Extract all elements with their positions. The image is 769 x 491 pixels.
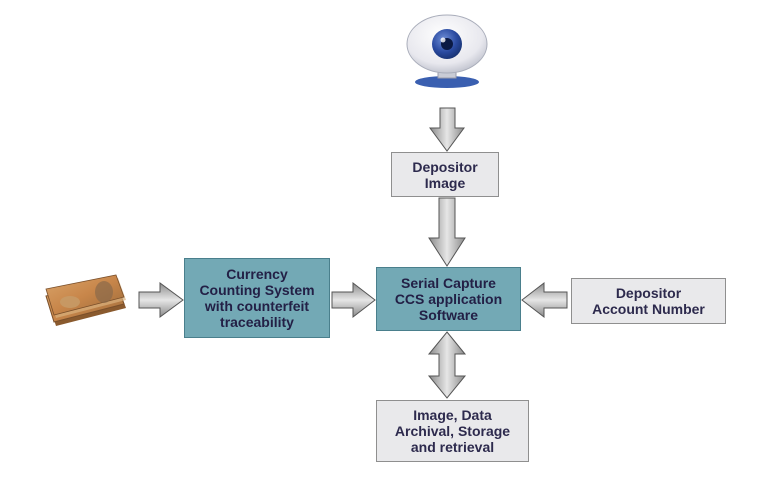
banknote-bundle-icon	[45, 274, 126, 326]
node-depositor-account-number: Depositor Account Number	[571, 278, 726, 324]
node-archival-storage: Image, Data Archival, Storage and retrie…	[376, 400, 529, 462]
webcam-icon	[406, 14, 488, 88]
node-ccs-software: Serial Capture CCS application Software	[376, 267, 521, 331]
arrow-notes-to-currency	[138, 282, 184, 318]
arrow-account-to-ccs	[521, 281, 568, 319]
node-currency-counting-system: Currency Counting System with counterfei…	[184, 258, 330, 338]
node-depositor-image: Depositor Image	[391, 152, 499, 197]
arrow-image-to-ccs	[428, 197, 466, 267]
arrow-ccs-archival-bidirectional	[427, 331, 467, 399]
arrow-camera-to-image	[429, 107, 465, 152]
arrow-currency-to-ccs	[331, 281, 376, 319]
